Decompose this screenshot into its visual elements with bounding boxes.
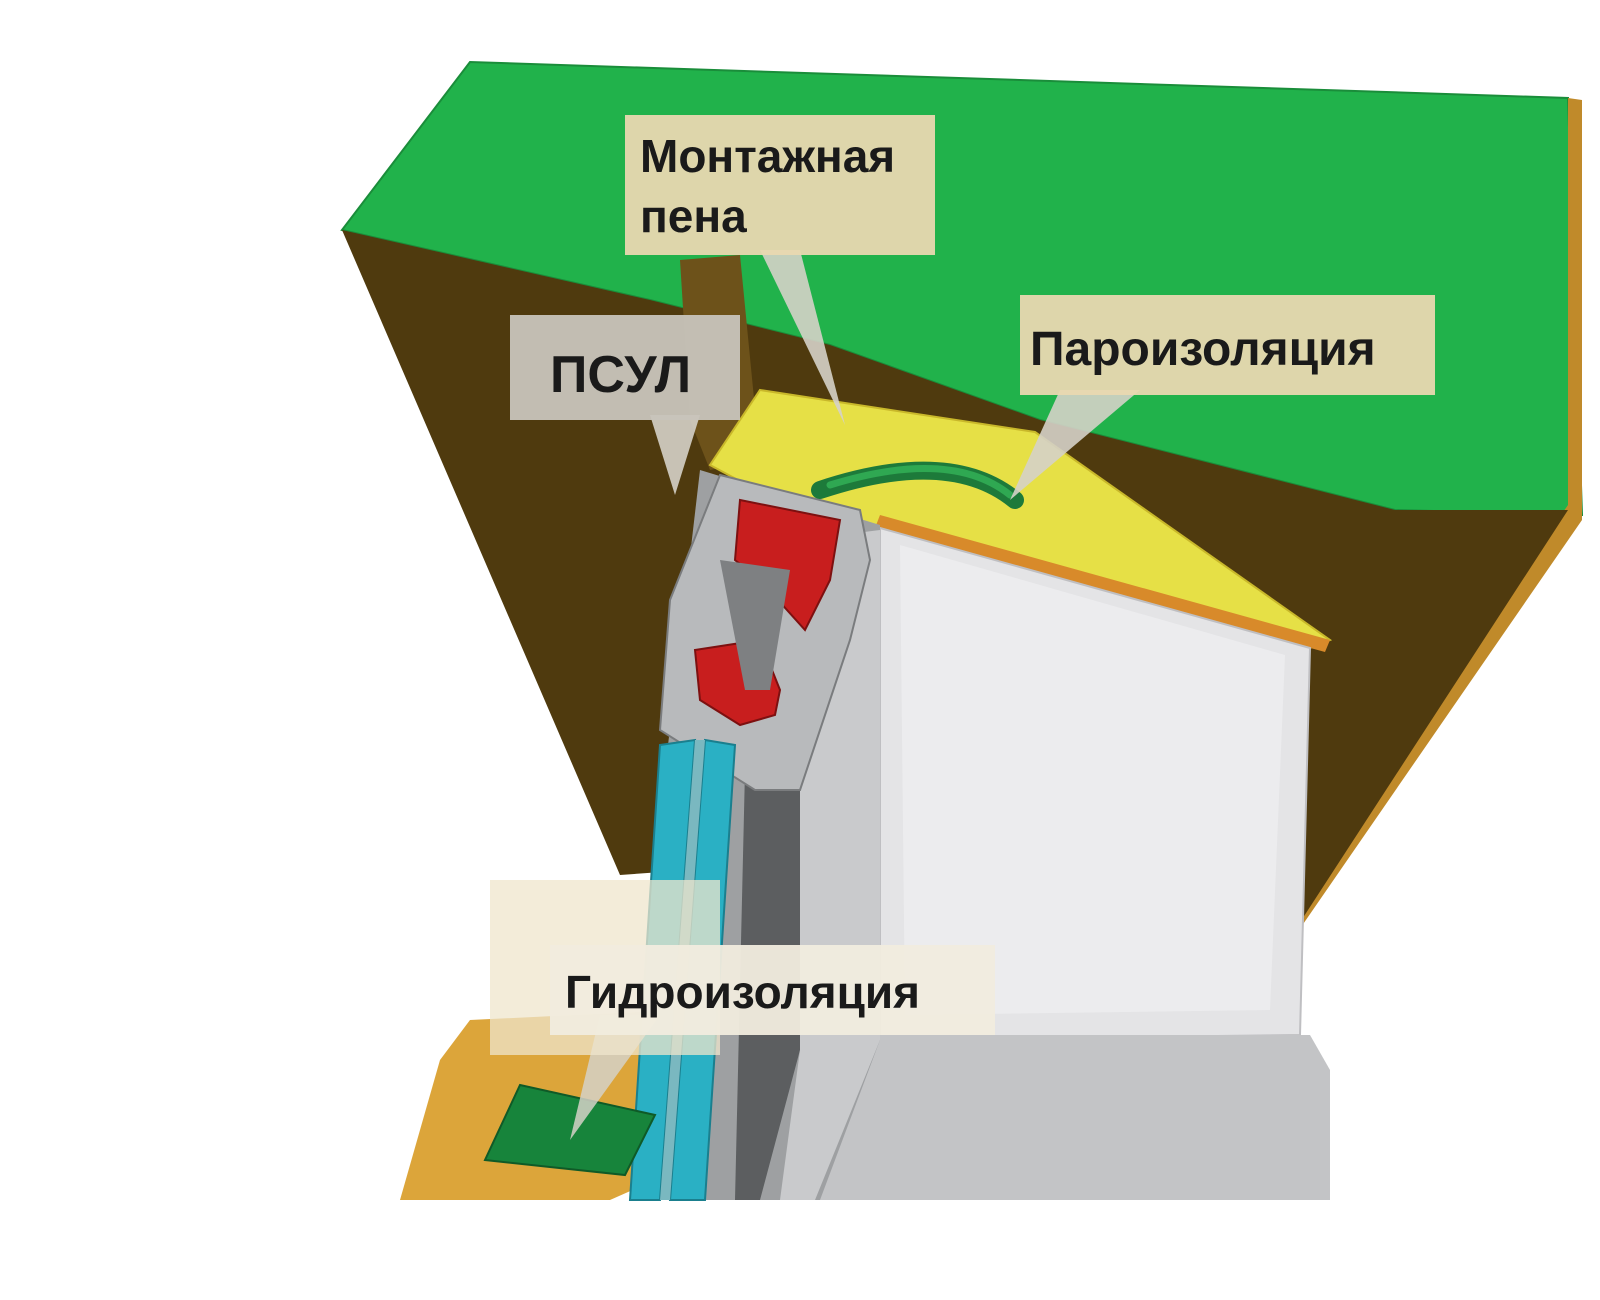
sash-inner-panel — [900, 545, 1285, 1015]
psul-pointer — [650, 415, 700, 495]
waterproofing-tape — [483, 1083, 657, 1177]
mounting-foam-pointer — [760, 250, 845, 425]
reinforcement-top — [733, 498, 842, 632]
vapor-barrier-highlight — [826, 465, 1014, 499]
vapor-barrier-pointer — [1010, 390, 1140, 500]
window-sill — [770, 1035, 1330, 1200]
vapor-barrier-label-box — [1020, 295, 1435, 395]
waterproofing-label: Гидроизоляция — [565, 966, 920, 1018]
waterproofing-label-box — [550, 945, 995, 1035]
vapor-barrier-label: Пароизоляция — [1030, 323, 1376, 376]
mounting-foam-label-line1: Монтажная — [640, 130, 895, 182]
psul-label-box — [510, 315, 740, 420]
psul-label: ПСУЛ — [550, 346, 691, 404]
profile-web — [720, 560, 790, 690]
foam-edge — [875, 515, 1330, 652]
mounting-foam-label-box — [625, 115, 935, 255]
mounting-foam-label-line2: пена — [640, 190, 747, 242]
